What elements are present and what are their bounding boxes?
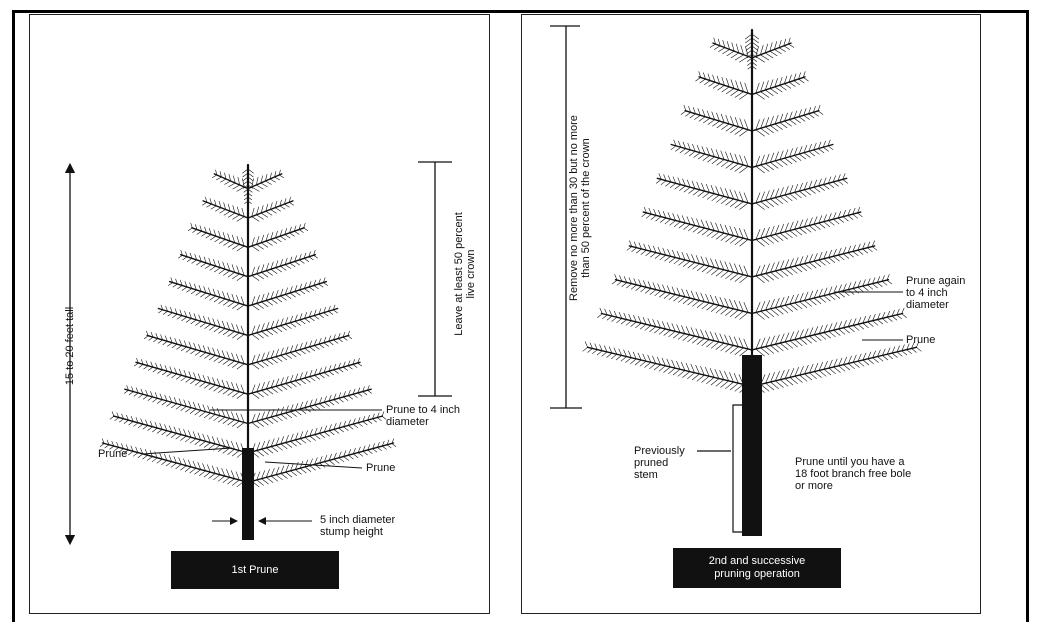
second-prune-caption: 2nd and successive pruning operation — [673, 548, 841, 588]
prune-label: Prune — [906, 334, 935, 346]
young-tree — [100, 165, 396, 540]
stump-height-label: 5 inch diameter stump height — [320, 514, 395, 538]
prune-right-label: Prune — [366, 462, 395, 474]
live-crown-bracket — [418, 162, 452, 396]
first-prune-caption: 1st Prune — [171, 551, 339, 589]
branch-free-bole-label: Prune until you have a 18 foot branch fr… — [795, 456, 911, 492]
prune-again-label: Prune again to 4 inch diameter — [906, 275, 965, 311]
prune-left-label: Prune — [98, 448, 127, 460]
prune-diameter-label: Prune to 4 inch diameter — [386, 404, 460, 428]
live-crown-label: Leave at least 50 percent live crown — [453, 199, 477, 349]
pruned-stem-bracket — [697, 405, 744, 532]
remove-crown-label: Remove no more than 30 but no more than … — [568, 73, 592, 343]
previously-pruned-label: Previously pruned stem — [634, 445, 685, 481]
tree-height-label: 15 to 20 feet tall — [64, 296, 76, 396]
